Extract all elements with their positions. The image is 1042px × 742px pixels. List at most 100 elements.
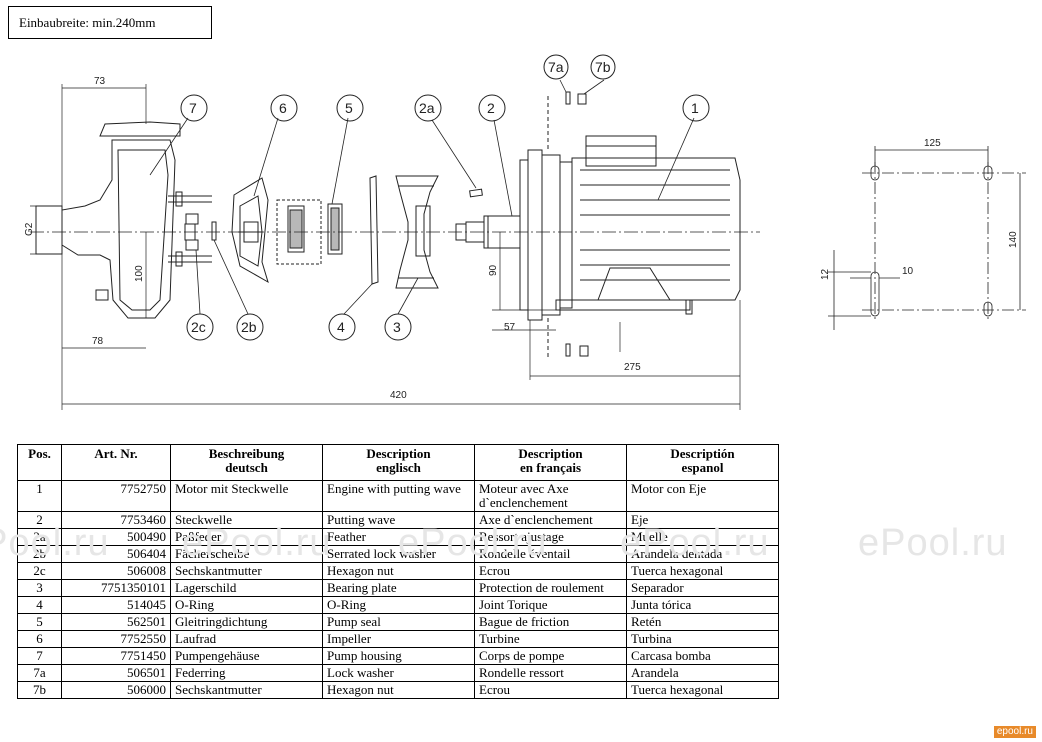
pump-seal-part <box>276 199 343 265</box>
table-cell: Junta tórica <box>626 596 779 614</box>
table-cell: 514045 <box>61 596 171 614</box>
header-pos: Pos. <box>17 444 62 481</box>
site-logo[interactable]: epool.ru <box>993 726 1036 738</box>
table-cell: 7 <box>17 647 62 665</box>
table-cell: Rondelle ressort <box>474 664 627 682</box>
table-cell: Rondelle éventail <box>474 545 627 563</box>
callout-2a: 2a <box>419 100 435 116</box>
table-cell: 2c <box>17 562 62 580</box>
table-cell: Tuerca hexagonal <box>626 562 779 580</box>
table-cell: 5 <box>17 613 62 631</box>
dim-g2: G2 <box>24 222 35 236</box>
table-cell: 506000 <box>61 681 171 699</box>
table-cell: Lagerschild <box>170 579 323 597</box>
table-cell: 7751350101 <box>61 579 171 597</box>
table-cell: Pump seal <box>322 613 475 631</box>
table-cell: Bearing plate <box>322 579 475 597</box>
pump-housing-part <box>35 121 212 319</box>
table-cell: 7b <box>17 681 62 699</box>
table-cell: 506501 <box>61 664 171 682</box>
watermark: ePool.ru <box>858 522 1008 564</box>
table-cell: Motor con Eje <box>626 480 779 512</box>
feather-key-part <box>469 188 483 198</box>
dim-140: 140 <box>1008 231 1019 248</box>
table-cell: Carcasa bomba <box>626 647 779 665</box>
impeller-part <box>231 177 269 284</box>
table-cell: 500490 <box>61 528 171 546</box>
table-cell: Turbina <box>626 630 779 648</box>
table-cell: Lock washer <box>322 664 475 682</box>
table-cell: Engine with putting wave <box>322 480 475 512</box>
table-cell: 4 <box>17 596 62 614</box>
dim-90: 90 <box>488 264 499 276</box>
table-cell: Moteur avec Axe d`enclenchement <box>474 480 627 512</box>
table-cell: Pump housing <box>322 647 475 665</box>
table-cell: Motor mit Steckwelle <box>170 480 323 512</box>
table-cell: Separador <box>626 579 779 597</box>
installation-width-label: Einbaubreite: min.240mm <box>8 6 212 39</box>
table-cell: Impeller <box>322 630 475 648</box>
table-cell: Muelle <box>626 528 779 546</box>
table-cell: Axe d`enclenchement <box>474 511 627 529</box>
header-art-nr: Art. Nr. <box>61 444 171 481</box>
table-cell: Protection de roulement <box>474 579 627 597</box>
dim-78: 78 <box>92 336 104 347</box>
table-cell: Bague de friction <box>474 613 627 631</box>
table-cell: Steckwelle <box>170 511 323 529</box>
dim-420: 420 <box>390 390 407 401</box>
table-cell: O-Ring <box>322 596 475 614</box>
table-cell: Serrated lock washer <box>322 545 475 563</box>
table-cell: 2 <box>17 511 62 529</box>
table-cell: Hexagon nut <box>322 681 475 699</box>
table-cell: 3 <box>17 579 62 597</box>
table-cell: Laufrad <box>170 630 323 648</box>
table-cell: Fächerscheibe <box>170 545 323 563</box>
table-cell: Ecrou <box>474 562 627 580</box>
table-cell: Gleitringdichtung <box>170 613 323 631</box>
dim-12: 12 <box>820 268 831 280</box>
table-cell: Pumpengehäuse <box>170 647 323 665</box>
table-cell: Eje <box>626 511 779 529</box>
bearing-plate-part <box>395 175 439 289</box>
table-cell: 7752550 <box>61 630 171 648</box>
table-cell: 562501 <box>61 613 171 631</box>
callout-7a: 7a <box>548 59 564 75</box>
motor-part <box>519 91 741 360</box>
table-cell: Ressort ajustage <box>474 528 627 546</box>
dim-57: 57 <box>504 322 516 333</box>
o-ring-part <box>369 175 379 285</box>
table-cell: Feather <box>322 528 475 546</box>
callout-4: 4 <box>337 319 345 335</box>
dim-73: 73 <box>94 76 106 87</box>
table-cell: 6 <box>17 630 62 648</box>
table-cell: 2a <box>17 528 62 546</box>
table-cell: 506404 <box>61 545 171 563</box>
table-cell: Arandela <box>626 664 779 682</box>
callout-6: 6 <box>279 100 287 116</box>
dim-10: 10 <box>902 266 914 277</box>
table-cell: 7751450 <box>61 647 171 665</box>
table-cell: 7753460 <box>61 511 171 529</box>
table-cell: Hexagon nut <box>322 562 475 580</box>
table-cell: Arandela dentada <box>626 545 779 563</box>
table-cell: Federring <box>170 664 323 682</box>
table-cell: Putting wave <box>322 511 475 529</box>
table-cell: 7a <box>17 664 62 682</box>
table-cell: 2b <box>17 545 62 563</box>
table-cell: Joint Torique <box>474 596 627 614</box>
